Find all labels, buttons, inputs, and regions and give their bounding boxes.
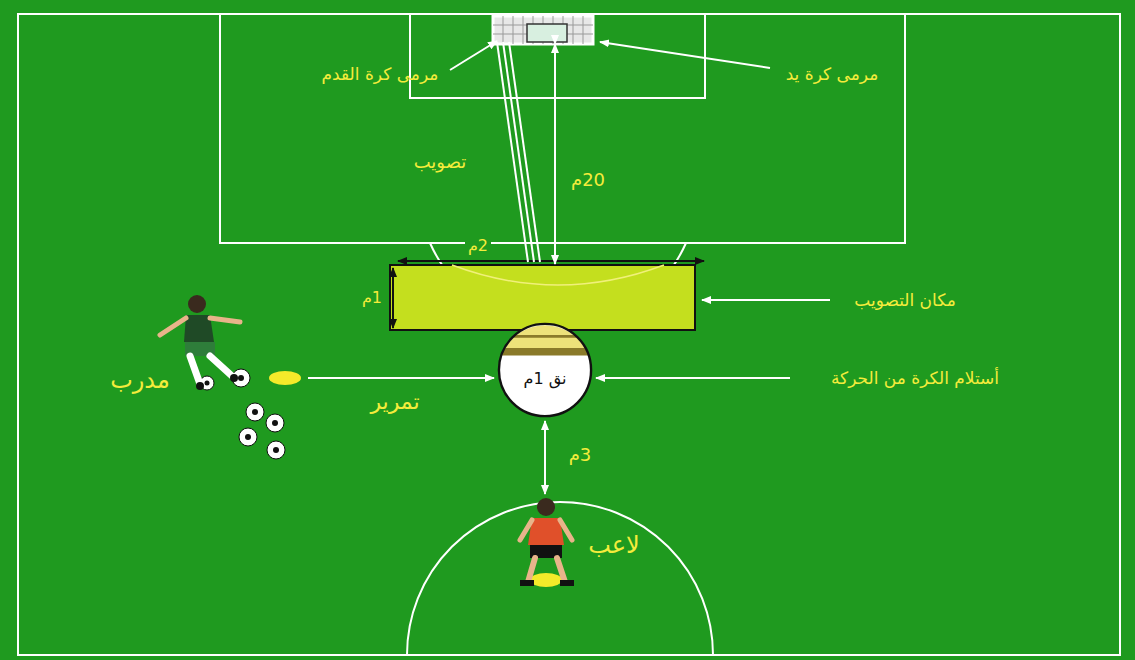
action-label: تصويب [411,151,470,173]
player-figure [520,498,574,586]
dimension-label: 1م [359,288,385,308]
penalty-box [220,14,905,243]
dimension-arrow [544,421,546,494]
receiving-circle: نق 1م [497,322,593,418]
dimension-arrow [398,260,704,262]
circle-label: نق 1م [524,368,567,387]
role-label: مدرب [107,366,173,394]
leader-arrow [600,42,770,68]
dimension-arrow [554,44,556,264]
role-label: لاعب [585,531,643,559]
centre-circle [407,502,713,655]
shooting-area [390,265,695,330]
leader-arrow [450,41,497,70]
cone [269,371,301,385]
shot-line [509,42,540,262]
action-label: تمرير [367,389,422,415]
dimension-label: 20م [568,169,608,191]
leader-arrow [596,377,790,379]
goal-area [410,14,705,98]
dimension-arrow [544,421,546,494]
goal [493,16,593,44]
shot-line [503,42,534,262]
callout-label: مرمى كرة القدم [319,64,442,85]
shot-line [497,42,528,262]
callout-label: أستلام الكرة من الحركة [828,368,1002,389]
touch-line [18,14,1120,655]
dimension-arrow [554,44,556,264]
dimension-label: 3م [566,444,595,466]
coach-figure [160,295,240,390]
dimension-arrow [392,268,394,328]
balls [200,369,285,459]
callout-label: مرمى كرة يد [783,64,882,85]
cone [530,573,562,587]
pass-arrow [308,377,494,379]
penalty-arc-in-area [452,265,664,285]
callout-label: مكان التصويب [851,290,959,311]
leader-arrow [702,299,830,301]
dimension-label: 2م [465,236,491,256]
